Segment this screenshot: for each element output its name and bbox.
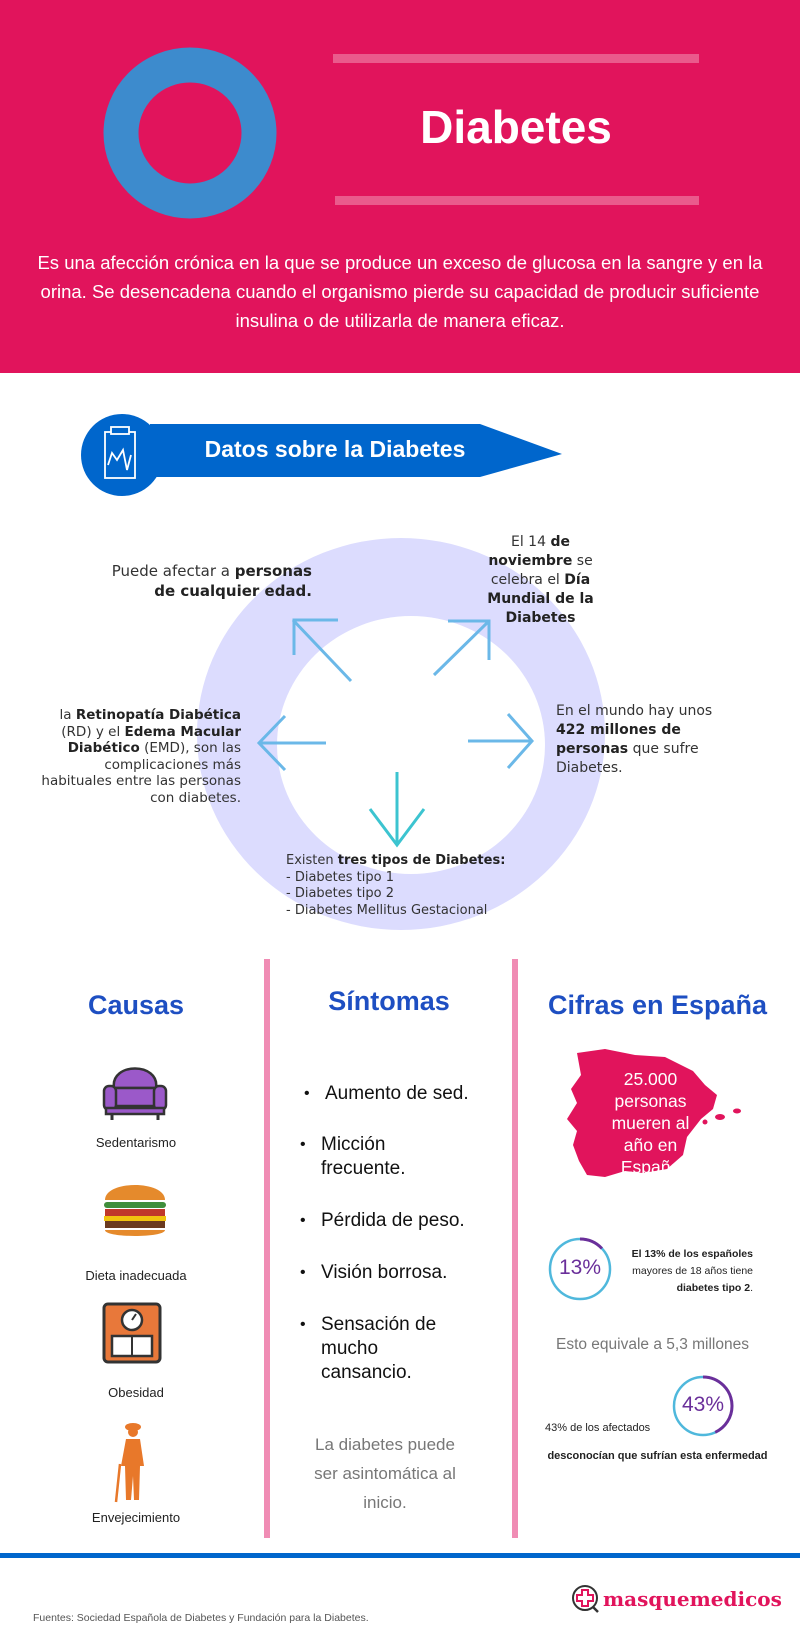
spain-map-icon xyxy=(567,1049,741,1177)
brand-name-a: masque xyxy=(603,1587,690,1611)
causas-heading: Causas xyxy=(87,990,185,1020)
cause-label: Sedentarismo xyxy=(95,1135,177,1150)
stat-13-ring xyxy=(548,1237,612,1301)
arrow-right-icon xyxy=(468,713,535,769)
fact-world: En el mundo hay unos 422 millones de per… xyxy=(556,702,726,778)
elderly-person-icon xyxy=(114,1423,144,1503)
clipboard-chart-icon xyxy=(104,426,136,479)
fact-text: que sufre Diabetes. xyxy=(556,741,699,776)
banner-title: Datos sobre la Diabetes xyxy=(204,436,466,462)
fact-world-day: El 14 de noviembre se celebra el Día Mun… xyxy=(478,533,603,628)
stat-43-value: 43% xyxy=(681,1393,725,1416)
stat-text: mayores de 18 años tiene xyxy=(632,1265,753,1277)
medical-cross-icon xyxy=(572,1585,599,1613)
fact-text: En el mundo hay unos xyxy=(556,703,713,719)
fact-text: Puede afectar a xyxy=(111,562,235,580)
fact-text: la xyxy=(59,707,76,723)
stat-43-ring xyxy=(672,1375,734,1437)
cause-label: Obesidad xyxy=(108,1385,164,1400)
facts-ring xyxy=(197,538,605,930)
symptom-item: Sensación de mucho cansancio. xyxy=(300,1313,451,1385)
type-item: - Diabetes Mellitus Gestacional xyxy=(286,902,488,918)
fact-age: Puede afectar a personas de cualquier ed… xyxy=(100,561,312,601)
fact-text: se celebra el xyxy=(490,553,593,588)
fact-bold: tres tipos de Diabetes: xyxy=(337,853,506,868)
section-banner xyxy=(81,414,562,496)
burger-icon xyxy=(104,1185,166,1236)
fact-text: El 14 xyxy=(511,534,551,550)
fact-bold: Edema Macular Diabético xyxy=(67,723,241,757)
fact-text: Existen xyxy=(286,853,338,868)
sintomas-heading: Síntomas xyxy=(328,986,450,1016)
cause-label: Dieta inadecuada xyxy=(85,1268,187,1283)
armchair-icon xyxy=(102,1067,168,1120)
brand-name-b: medicos xyxy=(689,1587,782,1611)
page-title: Diabetes xyxy=(420,101,612,153)
sources-text: Fuentes: Sociedad Española de Diabetes y… xyxy=(33,1612,369,1624)
fact-bold: Retinopatía Diabética xyxy=(75,707,241,723)
fact-bold: personas de cualquier edad. xyxy=(154,562,312,600)
cause-label: Envejecimiento xyxy=(91,1510,181,1525)
stat-43-line2: desconocían que sufrían esta enfermedad xyxy=(547,1450,768,1462)
column-divider xyxy=(512,959,518,1538)
symptom-item: Aumento de sed. xyxy=(304,1082,495,1106)
stat-13-value: 13% xyxy=(558,1256,602,1279)
stat-text: . xyxy=(750,1282,753,1294)
scale-icon xyxy=(102,1302,162,1364)
symptom-item: Pérdida de peso. xyxy=(300,1209,491,1233)
type-item: - Diabetes tipo 1 xyxy=(286,869,394,885)
equivale-text: Esto equivale a 5,3 millones xyxy=(555,1336,749,1353)
hero-header: Diabetes Es una afección crónica en la q… xyxy=(0,0,800,373)
arrow-up-right-icon xyxy=(432,619,491,677)
arrow-left-icon xyxy=(256,714,326,772)
title-bar-bottom xyxy=(335,196,699,205)
arrow-up-left-icon xyxy=(291,618,353,683)
fact-bold: 422 millones de personas xyxy=(556,722,681,757)
stat-13-text: El 13% de los españoles mayores de 18 añ… xyxy=(620,1246,753,1297)
fact-complications: la Retinopatía Diabética (RD) y el Edema… xyxy=(30,707,241,806)
fact-text: (EMD), son las complicaciones más habitu… xyxy=(41,740,241,806)
intro-text: Es una afección crónica en la que se pro… xyxy=(37,252,763,331)
asymptomatic-note: La diabetes puede ser asintomática al in… xyxy=(314,1435,456,1512)
stat-bold: 13% de los españoles xyxy=(644,1248,753,1260)
diabetes-ring-logo-icon xyxy=(103,47,277,219)
symptom-item: Micción frecuente. xyxy=(300,1133,431,1181)
fact-bold: de noviembre xyxy=(488,534,573,569)
footer-rule xyxy=(0,1553,800,1558)
stat-43-line1: 43% de los afectados xyxy=(545,1422,651,1434)
column-divider xyxy=(264,959,270,1538)
arrow-down-icon xyxy=(368,772,426,848)
fact-text: (RD) y el xyxy=(61,723,125,740)
stat-bold: diabetes tipo 2 xyxy=(676,1282,751,1294)
map-text: 25.000 personas mueren al año en España xyxy=(611,1069,690,1177)
symptom-item: Visión borrosa. xyxy=(300,1261,491,1285)
cifras-heading: Cifras en España xyxy=(547,990,768,1020)
type-item: - Diabetes tipo 2 xyxy=(286,886,394,901)
stat-text: El xyxy=(631,1248,645,1260)
title-bar-top xyxy=(333,54,699,63)
fact-types: Existen tres tipos de Diabetes: - Diabet… xyxy=(286,853,516,919)
fact-bold: Día Mundial de la Diabetes xyxy=(487,572,594,626)
